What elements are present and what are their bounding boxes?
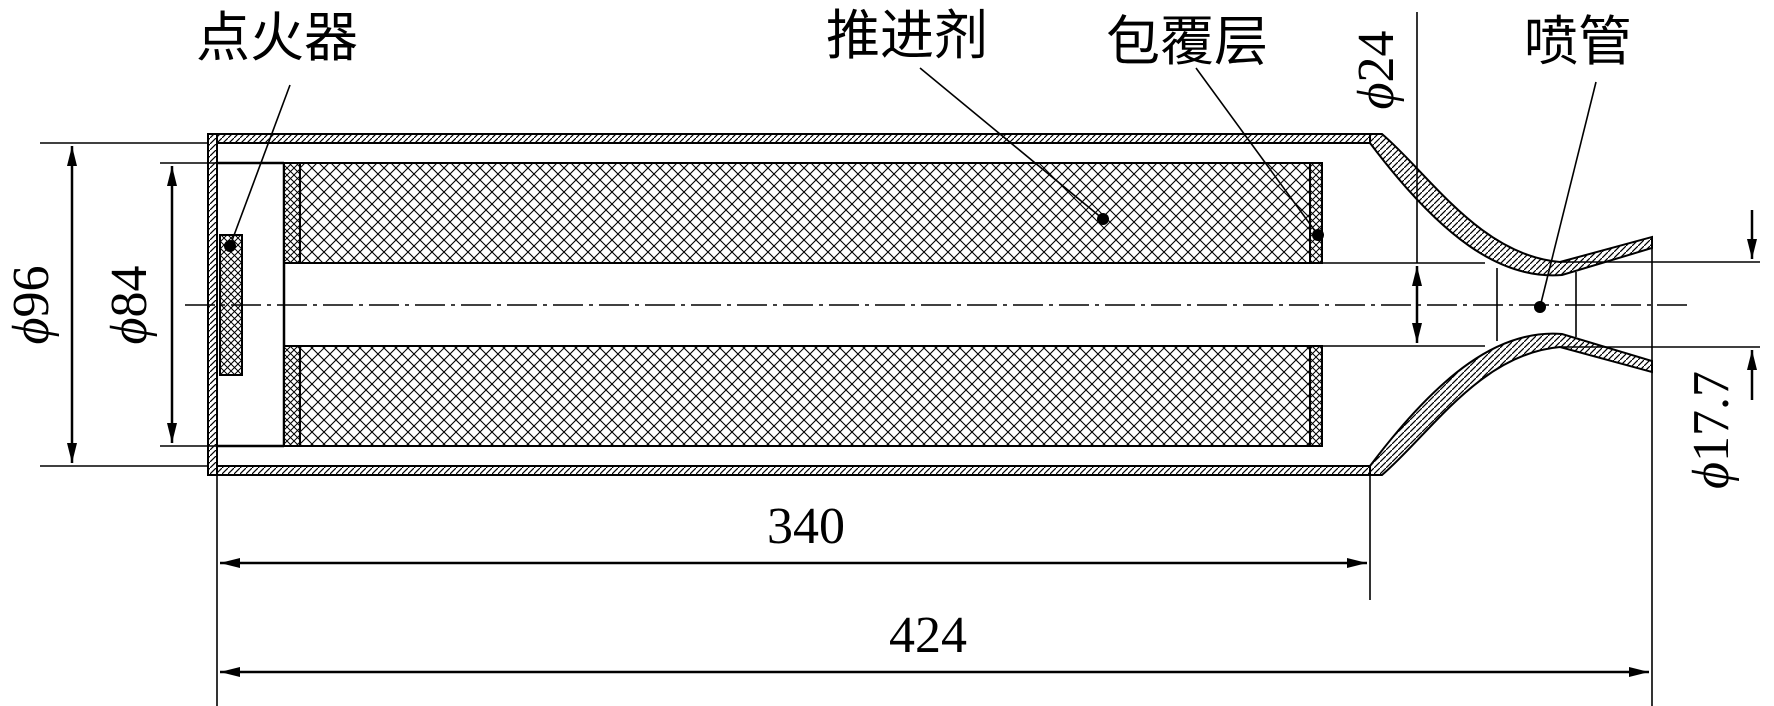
dim-throat-diameter-label: ϕ17.7 (1683, 371, 1740, 489)
label-propellant: 推进剂 (826, 4, 988, 67)
propellant-grain (283, 162, 1323, 447)
label-igniter: 点火器 (196, 6, 358, 69)
dim-bore-diameter-label: ϕ24 (1348, 31, 1405, 110)
dim-grain-diameter-label: ϕ84 (101, 266, 158, 345)
dim-outer-diameter (40, 142, 208, 467)
label-coating: 包覆层 (1106, 10, 1268, 73)
dim-chamber-length (216, 475, 1371, 706)
dim-chamber-length-label: 340 (767, 498, 845, 555)
nozzle-body (1369, 133, 1653, 476)
leader-lines (224, 67, 1597, 313)
label-nozzle: 喷管 (1524, 10, 1632, 73)
dim-grain-diameter (160, 162, 217, 447)
dim-outer-diameter-label: ϕ96 (3, 266, 60, 345)
bore-extension-lines (1322, 261, 1760, 348)
dim-total-length (220, 372, 1653, 706)
dim-total-length-label: 424 (889, 607, 967, 664)
